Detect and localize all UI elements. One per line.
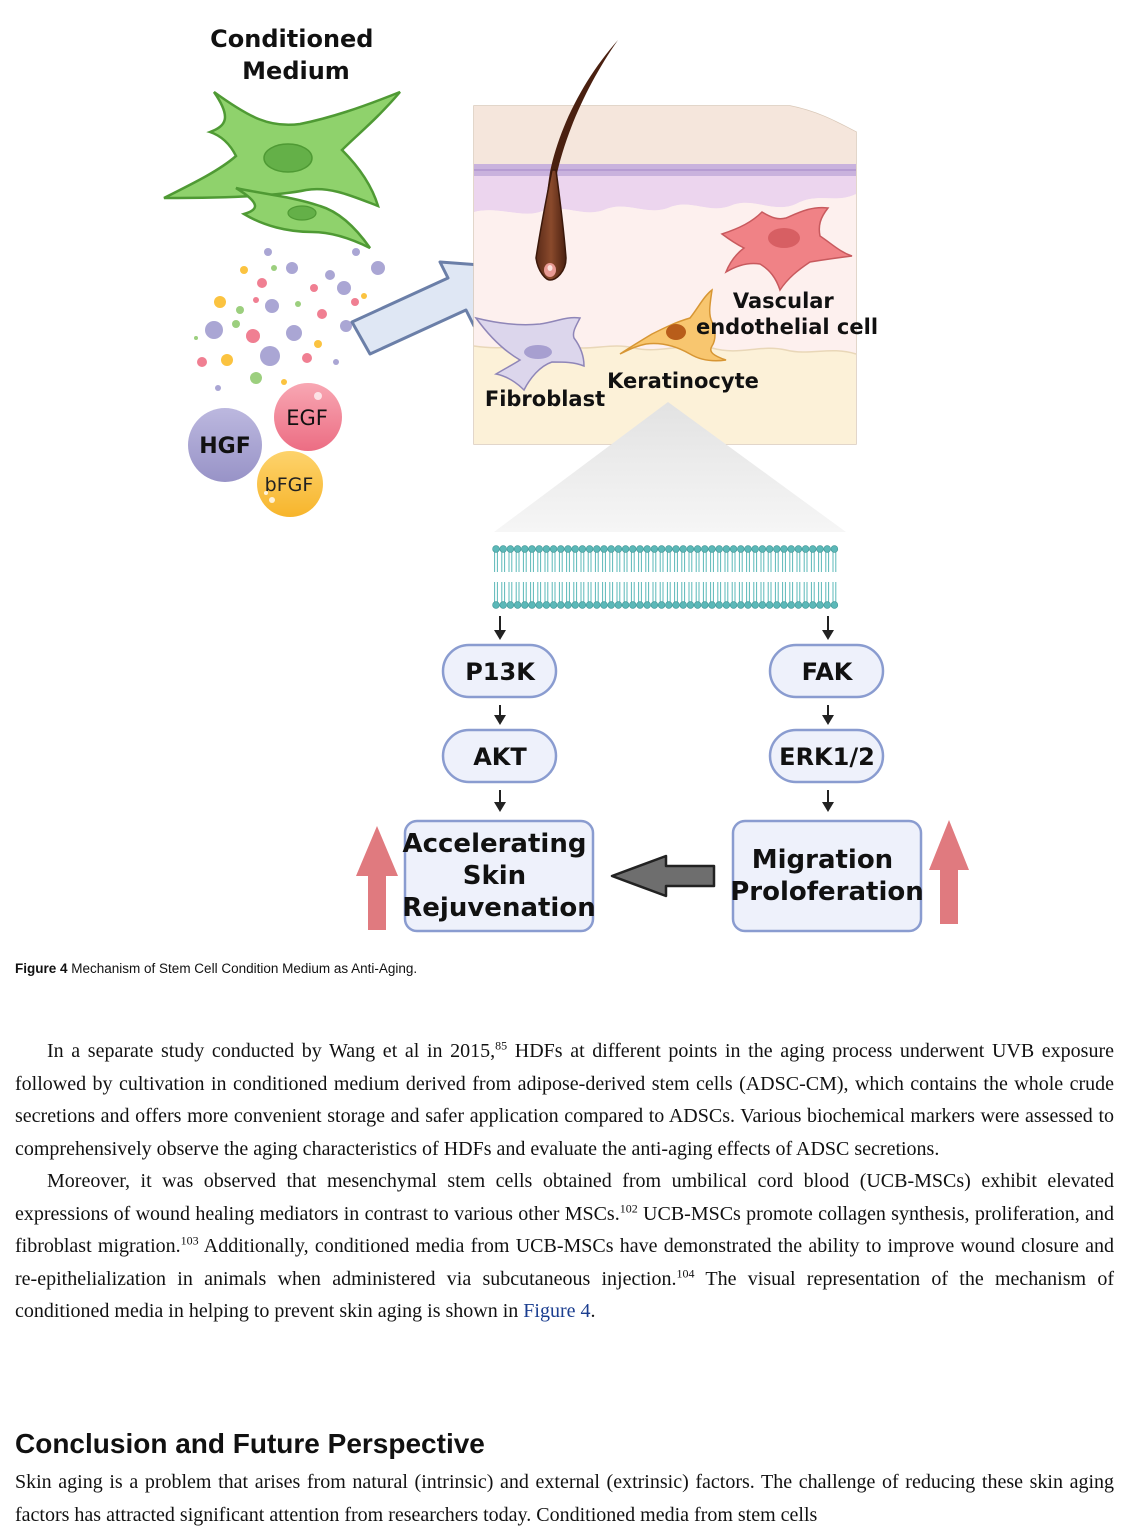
citation-104[interactable]: 104 xyxy=(676,1265,695,1280)
citation-102[interactable]: 102 xyxy=(619,1200,638,1215)
section-heading: Conclusion and Future Perspective xyxy=(15,1428,485,1459)
mechanism-figure: Conditioned Medium xyxy=(163,25,969,933)
figure-label: Figure 4 xyxy=(15,961,68,976)
svg-text:AKT: AKT xyxy=(473,743,527,771)
svg-text:P13K: P13K xyxy=(465,658,536,686)
fibroblast-cell xyxy=(474,316,585,392)
keratinocyte-cell xyxy=(619,288,727,362)
vascular-endothelial-label: Vascular endothelial cell xyxy=(696,289,878,339)
svg-text:ERK1/2: ERK1/2 xyxy=(779,743,875,771)
svg-text:Migration Proloferation: Migration Proloferation xyxy=(730,845,924,907)
growth-factors: EGF HGF bFGF xyxy=(188,383,342,517)
figure-caption: Figure 4 Mechanism of Stem Cell Conditio… xyxy=(15,961,1115,976)
egf-circle xyxy=(274,383,342,451)
zoom-projection xyxy=(494,402,846,532)
bfgf-label: bFGF xyxy=(265,474,314,496)
increase-arrow-right xyxy=(929,820,969,924)
vascular-endothelial-cell xyxy=(720,206,853,292)
erk-node: ERK1/2 xyxy=(768,728,885,784)
fak-node: FAK xyxy=(768,643,885,699)
stem-cell-illustration xyxy=(163,90,401,250)
skin-rejuvenation-box: Accelerating Skin Rejuvenation xyxy=(402,819,596,933)
figure-4-link[interactable]: Figure 4 xyxy=(523,1300,591,1322)
body-paragraphs: In a separate study conducted by Wang et… xyxy=(15,1035,1114,1328)
hair-follicle xyxy=(535,40,618,281)
figure-caption-text: Mechanism of Stem Cell Condition Medium … xyxy=(67,961,418,976)
svg-text:Accelerating Skin: Accelerating Skin Rejuvenation xyxy=(402,829,595,923)
hgf-label: HGF xyxy=(199,434,251,459)
conclusion-text: Skin aging is a problem that arises from… xyxy=(15,1471,1114,1526)
migration-proliferation-box: Migration Proloferation xyxy=(730,819,924,933)
citation-103[interactable]: 103 xyxy=(180,1233,199,1248)
paragraph-ucb: Moreover, it was observed that mesenchym… xyxy=(15,1170,1115,1322)
cell-membrane xyxy=(492,545,839,609)
paragraph-wang: In a separate study conducted by Wang et… xyxy=(15,1038,1114,1160)
pathway-arrows xyxy=(494,616,834,812)
outcome-link-arrow xyxy=(610,854,716,898)
hgf-circle xyxy=(188,408,262,482)
secretome-particles xyxy=(194,248,385,391)
citation-85[interactable]: 85 xyxy=(495,1038,508,1053)
keratinocyte-label: Keratinocyte xyxy=(607,369,759,393)
akt-node: AKT xyxy=(441,728,558,784)
svg-text:FAK: FAK xyxy=(802,658,854,686)
pi3k-node: P13K xyxy=(441,643,558,699)
conditioned-medium-title: Conditioned Medium xyxy=(210,25,382,85)
egf-label: EGF xyxy=(286,406,328,430)
increase-arrow-left xyxy=(356,826,398,930)
fibroblast-label: Fibroblast xyxy=(485,387,605,411)
